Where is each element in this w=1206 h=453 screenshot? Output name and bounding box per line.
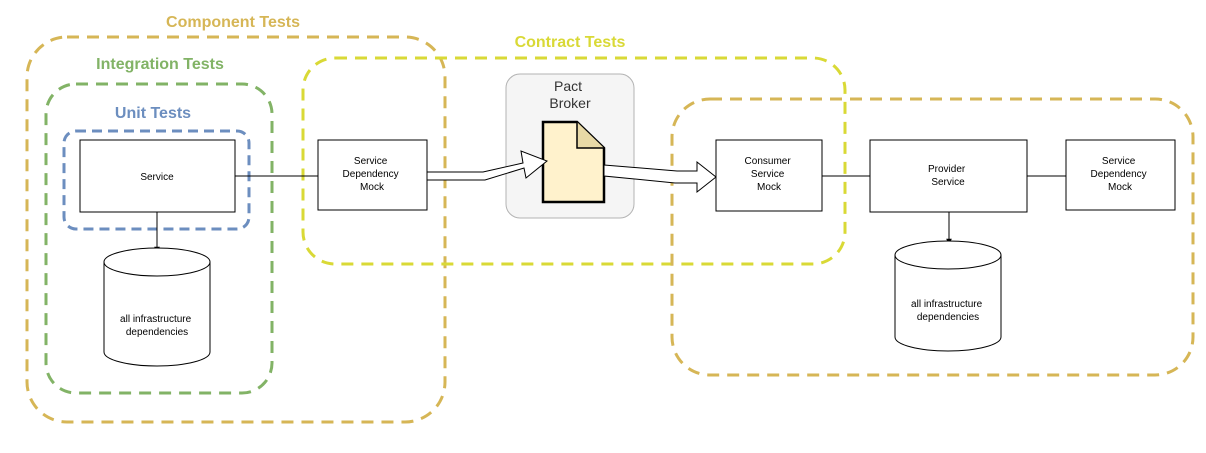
publish-contract-arrow (426, 150, 548, 181)
infra-right-cylinder (894, 240, 1002, 352)
service-dependency-mock-right-line-3: Mock (1108, 182, 1133, 193)
pact-broker-label: Pact Broker (549, 78, 591, 111)
provider-service-label: Provider Service (928, 164, 968, 188)
infra-right-line-1: all infrastructure (911, 299, 983, 310)
consumer-service-mock-line-1: Consumer (745, 156, 792, 167)
consumer-service-mock-line-3: Mock (757, 182, 782, 193)
service-box (79, 139, 236, 213)
service-dependency-mock-right-label: Service Dependency Mock (1091, 156, 1150, 193)
infra-right-line-2: dependencies (917, 312, 979, 323)
consumer-service-mock-box (715, 139, 823, 212)
service-dependency-mock-left-box (317, 139, 428, 211)
verify-contract-arrow (603, 160, 717, 194)
service-label: Service (140, 172, 174, 183)
pact-document-fold (576, 122, 604, 149)
consumer-service-mock-label: Consumer Service Mock (745, 156, 794, 193)
consumer-service-mock-line-2: Service (751, 169, 785, 180)
service-dependency-mock-right-box (1065, 139, 1176, 211)
pact-broker-line-1: Pact (554, 78, 582, 94)
integration-tests-boundary (44, 82, 274, 395)
provider-service-line-2: Service (931, 177, 965, 188)
component-tests-title: Component Tests (166, 14, 300, 31)
service-dependency-mock-left-line-2: Dependency (343, 169, 399, 180)
integration-tests-title: Integration Tests (96, 56, 224, 73)
service-dependency-mock-left-line-3: Mock (360, 182, 385, 193)
provider-service-box (869, 139, 1028, 213)
service-dependency-mock-left-label: Service Dependency Mock (343, 156, 402, 193)
service-dependency-mock-left-line-1: Service (354, 156, 388, 167)
unit-tests-title: Unit Tests (115, 105, 191, 122)
infra-left-label: all infrastructure dependencies (120, 314, 194, 338)
pact-broker-line-2: Broker (549, 95, 591, 111)
contract-tests-title: Contract Tests (515, 34, 626, 51)
infra-left-cylinder (103, 247, 211, 367)
provider-tests-boundary (670, 97, 1195, 377)
infra-left-line-2: dependencies (126, 327, 188, 338)
infra-left-line-1: all infrastructure (120, 314, 192, 325)
provider-service-line-1: Provider (928, 164, 966, 175)
infra-right-label: all infrastructure dependencies (911, 299, 985, 323)
service-dependency-mock-right-line-2: Dependency (1091, 169, 1147, 180)
service-dependency-mock-right-line-1: Service (1102, 156, 1136, 167)
component-tests-boundary (25, 35, 447, 424)
